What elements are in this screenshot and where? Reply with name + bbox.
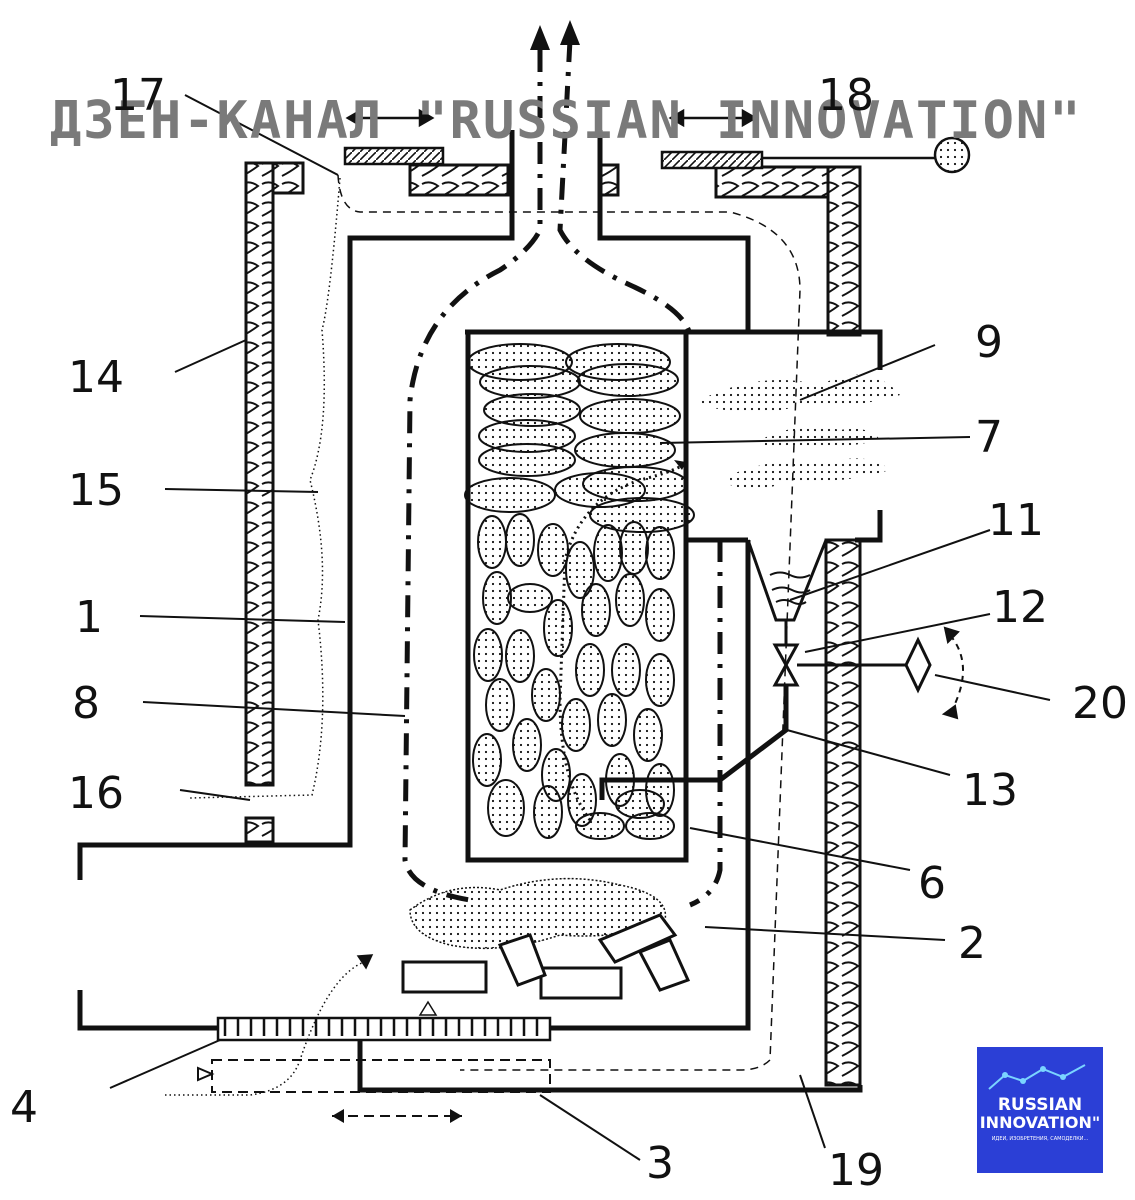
logo-line-2: INNOVATION" <box>979 1113 1101 1132</box>
callout-13: 13 <box>962 765 1018 816</box>
watermark: ДЗЕН-КАНАЛ "RUSSIAN INNOVATION" <box>50 91 1083 151</box>
callout-12: 12 <box>992 582 1048 633</box>
steam-clouds <box>700 374 900 489</box>
callout-18: 18 <box>818 70 874 121</box>
damper-left <box>343 146 445 166</box>
damper-arrows <box>345 108 758 128</box>
sliding-dampers <box>343 136 971 174</box>
callout-19: 19 <box>828 1145 884 1196</box>
callout-15: 15 <box>68 465 124 516</box>
top-insulation-left <box>408 163 510 197</box>
callout-6: 6 <box>918 858 946 909</box>
callout-1: 1 <box>75 592 103 643</box>
right-insulation-lower <box>824 538 862 1087</box>
left-bottom-plug <box>244 816 275 844</box>
outer-casing <box>244 161 862 1087</box>
callout-14: 14 <box>68 352 124 403</box>
trend-line-icon <box>988 1064 1086 1090</box>
callout-9: 9 <box>975 317 1003 368</box>
callout-8: 8 <box>72 678 100 729</box>
pipe-collar <box>598 163 620 197</box>
callout-20: 20 <box>1072 678 1128 729</box>
rotation-arrows <box>941 626 964 720</box>
leader-lines <box>109 94 1051 1161</box>
stones <box>464 343 695 840</box>
callout-7: 7 <box>975 412 1003 463</box>
firewood <box>401 913 691 1000</box>
air-flow <box>165 174 801 1096</box>
top-insulation-right <box>714 165 830 199</box>
water-flow-path <box>558 460 688 821</box>
air-inlet-arrow <box>197 1066 215 1082</box>
left-top-cap <box>271 161 305 195</box>
callout-3: 3 <box>646 1138 674 1189</box>
callout-17: 17 <box>110 70 166 121</box>
damper-right <box>660 150 764 170</box>
grate <box>216 1016 552 1042</box>
callout-16: 16 <box>68 768 124 819</box>
ash-pan <box>211 1059 551 1093</box>
left-insulation-wall <box>244 161 275 787</box>
right-insulation-upper <box>826 165 862 337</box>
water-tank-box <box>465 329 689 863</box>
flue-gas-flow <box>402 39 723 908</box>
channel-logo: RUSSIAN INNOVATION" ИДЕИ, ИЗОБРЕТЕНИЯ, С… <box>977 1047 1103 1173</box>
water-dispenser <box>746 539 828 622</box>
callout-11: 11 <box>988 495 1044 546</box>
logo-tagline: ИДЕИ, ИЗОБРЕТЕНИЯ, САМОДЕЛКИ... <box>991 1136 1089 1142</box>
logo-line-1: RUSSIAN <box>997 1095 1083 1115</box>
callout-4: 4 <box>10 1082 38 1133</box>
damper-knob <box>933 136 971 174</box>
callout-2: 2 <box>958 918 986 969</box>
